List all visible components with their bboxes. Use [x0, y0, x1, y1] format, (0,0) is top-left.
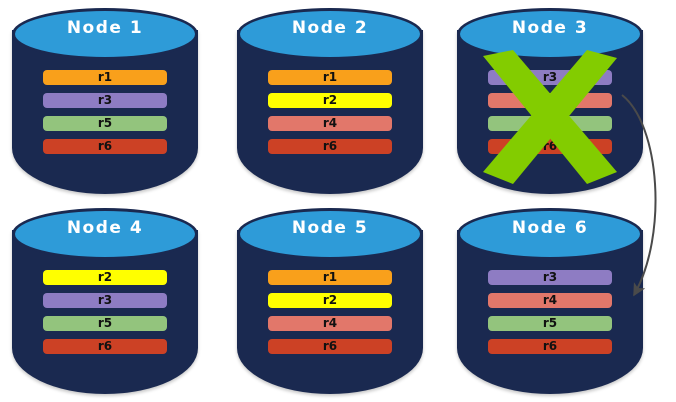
replica-row-r2[interactable]: r2 — [43, 270, 167, 285]
replica-row-r6[interactable]: r6 — [268, 339, 392, 354]
replica-row-r2[interactable]: r2 — [268, 93, 392, 108]
cylinder-top-ellipse — [12, 208, 198, 260]
replica-row-r5[interactable]: r5 — [43, 116, 167, 131]
replica-row-r6[interactable]: r6 — [488, 139, 612, 154]
replica-row-list: r1 r2 r4 r6 — [268, 270, 392, 354]
replica-row-r6[interactable]: r6 — [268, 139, 392, 154]
cylinder-top-ellipse — [237, 8, 423, 60]
replica-row-r3[interactable]: r3 — [43, 93, 167, 108]
replica-row-r5[interactable]: r5 — [488, 316, 612, 331]
replica-row-r3[interactable]: r3 — [488, 270, 612, 285]
cylinder-top-ellipse — [457, 208, 643, 260]
replica-row-list: r3 r4 r5 r6 — [488, 270, 612, 354]
replica-row-r3[interactable]: r3 — [488, 70, 612, 85]
replica-row-r6[interactable]: r6 — [43, 139, 167, 154]
replica-row-r1[interactable]: r1 — [268, 70, 392, 85]
replica-row-list: r2 r3 r5 r6 — [43, 270, 167, 354]
replica-row-list: r3 r4 r5 r6 — [488, 70, 612, 154]
replica-row-r2[interactable]: r2 — [268, 293, 392, 308]
replica-row-list: r1 r3 r5 r6 — [43, 70, 167, 154]
replica-row-r4[interactable]: r4 — [268, 116, 392, 131]
replica-row-r4[interactable]: r4 — [268, 316, 392, 331]
replica-row-r4[interactable]: r4 — [488, 293, 612, 308]
replica-row-r6[interactable]: r6 — [43, 339, 167, 354]
replica-row-r5[interactable]: r5 — [488, 116, 612, 131]
replica-row-r1[interactable]: r1 — [268, 270, 392, 285]
replica-row-r3[interactable]: r3 — [43, 293, 167, 308]
cylinder-top-ellipse — [457, 8, 643, 60]
cylinder-top-ellipse — [12, 8, 198, 60]
replica-row-r5[interactable]: r5 — [43, 316, 167, 331]
replica-row-r1[interactable]: r1 — [43, 70, 167, 85]
replica-row-list: r1 r2 r4 r6 — [268, 70, 392, 154]
replica-row-r4[interactable]: r4 — [488, 93, 612, 108]
replica-row-r6[interactable]: r6 — [488, 339, 612, 354]
cylinder-top-ellipse — [237, 208, 423, 260]
